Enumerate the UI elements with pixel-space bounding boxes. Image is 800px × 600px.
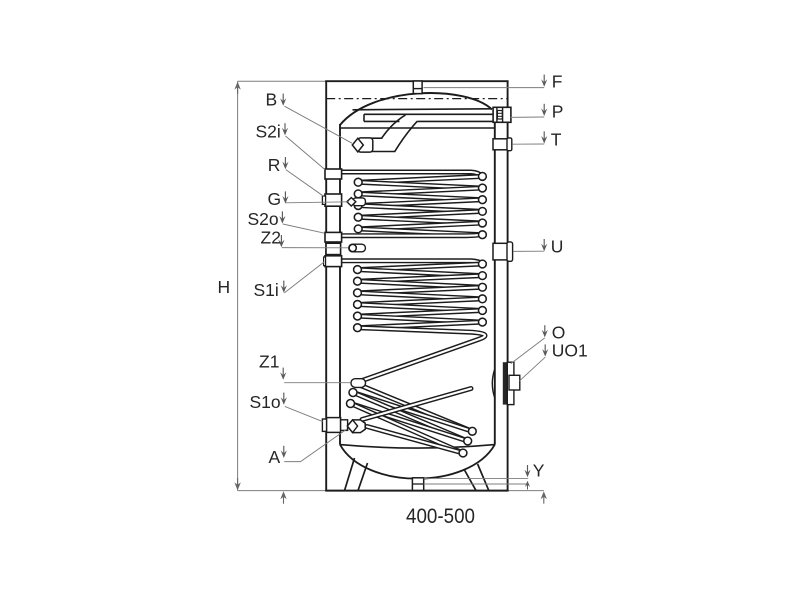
- svg-text:P: P: [552, 101, 564, 121]
- svg-text:F: F: [552, 72, 563, 92]
- svg-text:A: A: [269, 447, 281, 467]
- svg-text:Z2: Z2: [261, 227, 281, 247]
- svg-text:UO1: UO1: [552, 340, 588, 360]
- svg-text:H: H: [218, 277, 231, 297]
- svg-text:S1o: S1o: [250, 392, 281, 412]
- svg-text:R: R: [268, 155, 281, 175]
- svg-text:S1i: S1i: [254, 280, 279, 300]
- svg-text:Z1: Z1: [259, 351, 279, 371]
- svg-text:G: G: [268, 189, 282, 209]
- svg-text:400-500: 400-500: [406, 504, 475, 528]
- svg-text:Y: Y: [533, 461, 545, 481]
- svg-text:S2o: S2o: [248, 209, 279, 229]
- svg-text:O: O: [552, 323, 566, 343]
- svg-text:T: T: [551, 129, 562, 149]
- svg-text:B: B: [266, 90, 278, 110]
- svg-text:U: U: [551, 237, 564, 257]
- svg-text:S2i: S2i: [256, 122, 281, 142]
